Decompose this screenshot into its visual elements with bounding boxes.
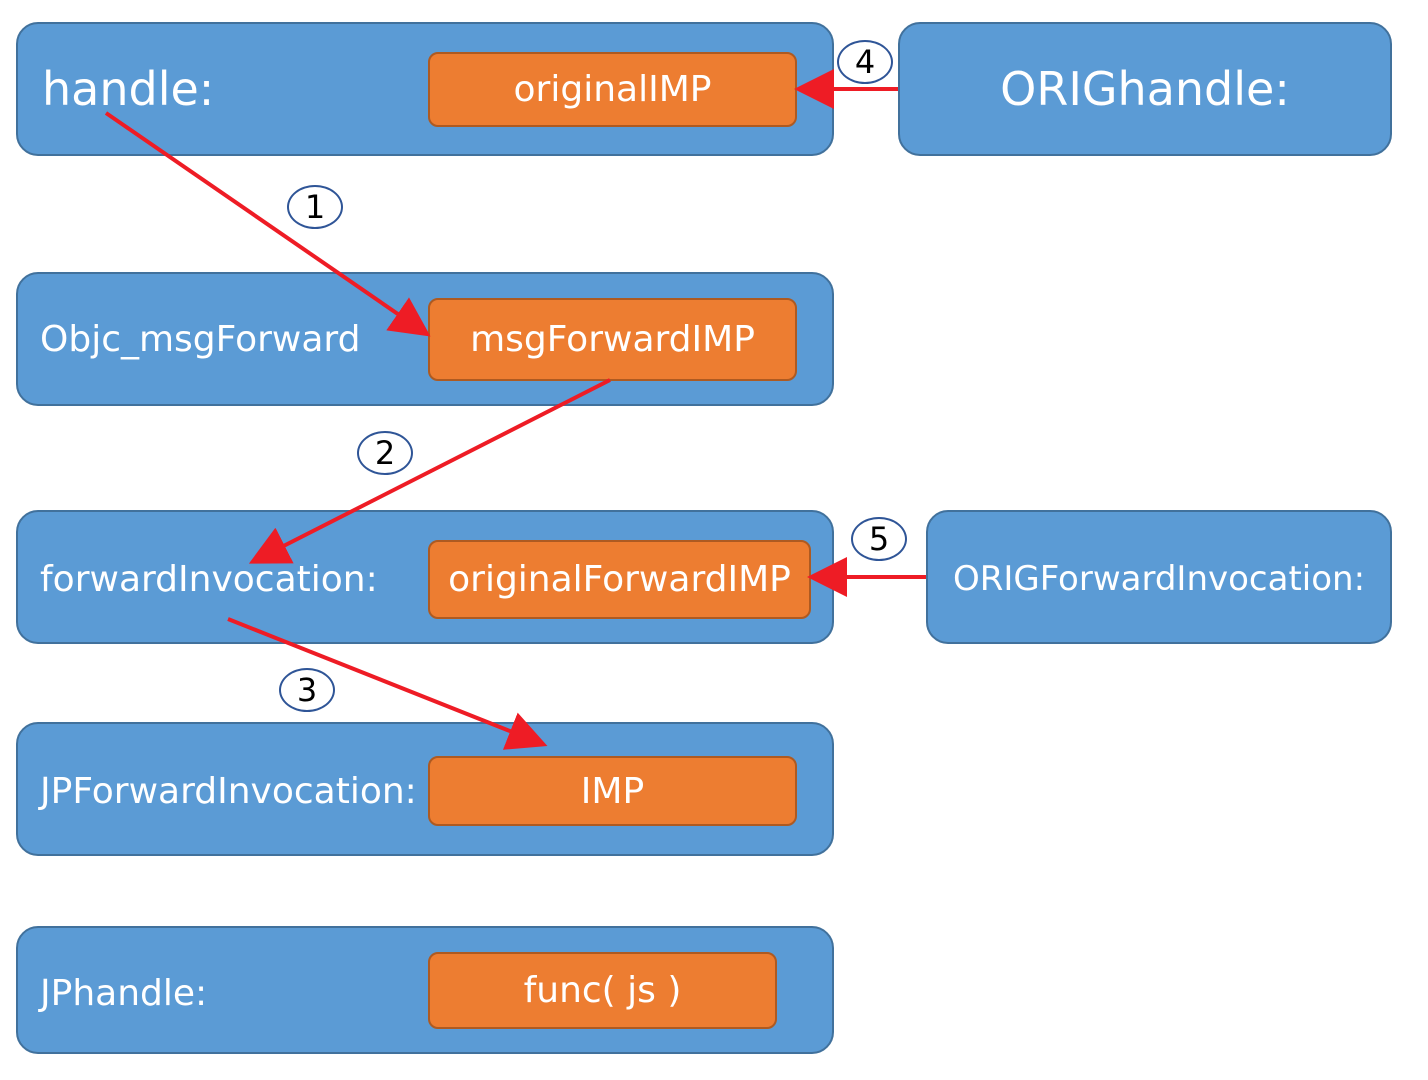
objc-msgforward-box: Objc_msgForward msgForwardIMP xyxy=(16,272,834,406)
original-forward-imp-box: originalForwardIMP xyxy=(428,540,811,619)
orig-handle-label: ORIGhandle: xyxy=(1000,62,1290,116)
step-5-badge: 5 xyxy=(851,517,907,561)
objc-msgforward-label: Objc_msgForward xyxy=(40,319,361,360)
jp-forward-invocation-box: JPForwardInvocation: IMP xyxy=(16,722,834,856)
step-3-badge: 3 xyxy=(279,668,335,712)
step-1-badge: 1 xyxy=(287,185,343,229)
handle-box: handle: originalIMP xyxy=(16,22,834,156)
forward-invocation-box: forwardInvocation: originalForwardIMP xyxy=(16,510,834,644)
orig-forward-invocation-box: ORIGForwardInvocation: xyxy=(926,510,1392,644)
imp-box: IMP xyxy=(428,756,797,826)
handle-label: handle: xyxy=(42,62,215,116)
original-imp-box: originalIMP xyxy=(428,52,797,127)
step-2-badge: 2 xyxy=(357,431,413,475)
step-4-badge: 4 xyxy=(837,40,893,84)
forward-invocation-label: forwardInvocation: xyxy=(40,559,378,600)
jp-handle-box: JPhandle: func( js ) xyxy=(16,926,834,1054)
func-js-box: func( js ) xyxy=(428,952,777,1029)
msgforward-imp-box: msgForwardIMP xyxy=(428,298,797,381)
jp-handle-label: JPhandle: xyxy=(40,973,208,1014)
orig-handle-box: ORIGhandle: xyxy=(898,22,1392,156)
jp-forward-invocation-label: JPForwardInvocation: xyxy=(40,771,417,812)
orig-forward-invocation-label: ORIGForwardInvocation: xyxy=(952,559,1366,599)
